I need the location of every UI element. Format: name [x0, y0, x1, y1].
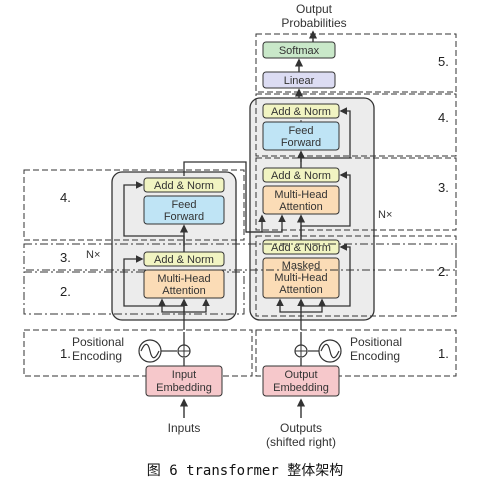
arrow-enc-attn-v: [184, 298, 210, 313]
outputs-shifted-label: (shifted right): [266, 435, 336, 449]
number-enc-attn: 2.: [60, 284, 71, 299]
output-probabilities-line2: Probabilities: [281, 16, 346, 30]
dashed-region-enc-addnorm: [23, 243, 457, 271]
dec-feedforward-box: [262, 121, 340, 151]
softmax-box: [262, 41, 336, 59]
dec-masked-attention-box: [262, 257, 340, 299]
enc-addnorm-top: [143, 177, 225, 193]
number-enc-addnorm: 3.: [60, 250, 71, 265]
dashed-region-enc-pos: [23, 329, 253, 377]
dec-masked-line3: Attention: [279, 284, 322, 296]
output-probabilities-line1: Output: [296, 2, 333, 16]
number-dec-cross: 3.: [438, 180, 449, 195]
number-dec-head: 5.: [438, 54, 449, 69]
enc-positional-line1: Positional: [72, 335, 124, 349]
dec-addnorm-top-label: Add & Norm: [271, 106, 331, 118]
enc-feedforward-box: [143, 195, 225, 225]
number-enc-pos: 1.: [60, 346, 71, 361]
enc-addnorm-bottom: [143, 251, 225, 267]
dec-addnorm-mid: [262, 167, 340, 183]
arrow-dec-masked-k: [276, 298, 301, 313]
dec-feedforward-line2: Forward: [281, 137, 321, 149]
enc-addnorm-top-label: Add & Norm: [154, 180, 214, 192]
enc-addnorm-bottom-label: Add & Norm: [154, 254, 214, 266]
arrow-enc-attn-k: [158, 298, 184, 313]
enc-attention-line2: Attention: [162, 285, 205, 297]
enc-attention-box: [143, 269, 225, 299]
linear-label: Linear: [284, 75, 315, 87]
dec-feedforward-line1: Feed: [288, 125, 313, 137]
dashed-region-enc-ff: [23, 169, 245, 241]
enc-positional-line2: Encoding: [72, 349, 122, 363]
dashed-region-dec-head: [255, 33, 457, 93]
dashed-region-enc-attn: [23, 271, 245, 315]
input-embedding-line2: Embedding: [156, 382, 212, 394]
encoder-to-decoder-connection-2: [246, 214, 266, 233]
arrow-dec-masked-v: [301, 298, 326, 313]
dec-positional-line2: Encoding: [350, 349, 400, 363]
encoder-to-decoder-connection: [183, 161, 286, 233]
dashed-region-dec-pos: [255, 329, 457, 377]
dec-cross-attention-box: [262, 185, 340, 215]
figure-caption: 图 6 transformer 整体架构: [146, 463, 344, 479]
dec-masked-line2: Multi-Head: [274, 272, 327, 284]
dec-positional-line1: Positional: [350, 335, 402, 349]
input-embedding-line1: Input: [172, 369, 196, 381]
number-dec-ff: 4.: [438, 110, 449, 125]
number-dec-masked: 2.: [438, 264, 449, 279]
number-enc-ff: 4.: [60, 190, 71, 205]
dashed-region-dec-ff: [255, 93, 457, 157]
enc-feedforward-line1: Feed: [171, 199, 196, 211]
number-dec-pos: 1.: [438, 346, 449, 361]
decoder-repeat: N×: [378, 209, 392, 221]
softmax-label: Softmax: [279, 45, 320, 57]
output-embedding-line1: Output: [284, 369, 317, 381]
inputs-label: Inputs: [168, 421, 201, 435]
enc-feedforward-line2: Forward: [164, 211, 204, 223]
dec-masked-line1: Masked: [282, 260, 321, 272]
outputs-label: Outputs: [280, 421, 322, 435]
dec-addnorm-mid-label: Add & Norm: [271, 170, 331, 182]
dec-cross-attention-line2: Attention: [279, 201, 322, 213]
encoder-repeat: N×: [86, 249, 100, 261]
output-embedding-box: [262, 365, 340, 397]
dashed-region-dec-masked: [255, 235, 457, 317]
dec-addnorm-top: [262, 103, 340, 119]
enc-attention-line1: Multi-Head: [157, 273, 210, 285]
input-embedding-box: [145, 365, 223, 397]
dec-cross-attention-line1: Multi-Head: [274, 189, 327, 201]
linear-box: [262, 71, 336, 89]
output-embedding-line2: Embedding: [273, 382, 329, 394]
dec-addnorm-bottom-label: Add & Norm: [271, 242, 331, 254]
dashed-region-dec-cross: [255, 157, 457, 231]
